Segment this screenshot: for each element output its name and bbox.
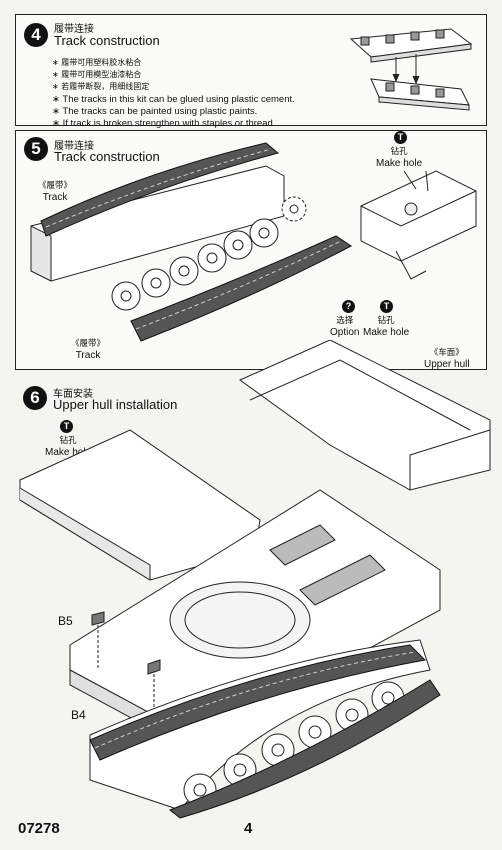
step-title-zh: 车面安装 xyxy=(53,389,93,400)
step-title-en: Upper hull installation xyxy=(53,397,178,412)
kit-code: 07278 xyxy=(18,820,60,837)
step-title-en: Track construction xyxy=(54,149,160,164)
track-link-illustration xyxy=(349,28,473,111)
drill-marker-icon: T xyxy=(394,131,407,144)
note: ∗ 履带可用塑料胶水粘合 xyxy=(52,58,142,67)
step-number: 4 xyxy=(24,23,48,47)
notes-list: ∗ 履带可用塑料胶水粘合 ∗ 履带可用模型油漆粘合 ∗ 若履带断裂，用细线固定 … xyxy=(52,57,295,130)
step-4-panel: 4 履带连接 Track construction ∗ 履带可用塑料胶水粘合 ∗… xyxy=(15,14,487,129)
step-6-panel: 6 车面安装 Upper hull installation xyxy=(15,378,487,818)
note: ∗ The tracks can be painted using plasti… xyxy=(52,105,258,117)
note: ∗ 履带可用模型油漆粘合 xyxy=(52,70,142,80)
step-title-en: Track construction xyxy=(54,33,160,48)
hull-track-illustration xyxy=(30,142,477,342)
upper-hull-illustration xyxy=(19,340,491,819)
drill-marker-icon: T xyxy=(380,300,393,313)
step-5-panel: 5 履带连接 Track construction 《履带》Track 《履带》… xyxy=(15,130,487,370)
step-number: 6 xyxy=(23,386,47,410)
step-number: 5 xyxy=(24,137,48,161)
page-number: 4 xyxy=(244,820,253,837)
step-title-zh: 履带连接 xyxy=(54,24,94,35)
option-marker-icon: ? xyxy=(342,300,355,313)
note: ∗ The tracks in this kit can be glued us… xyxy=(52,93,295,105)
note: ∗ If track is broken strengthen with sta… xyxy=(52,118,276,130)
step-title-zh: 履带连接 xyxy=(54,141,94,152)
drill-marker-icon: T xyxy=(60,420,73,433)
part-b4-label: B4 xyxy=(71,708,86,722)
note: ∗ 若履带断裂，用细线固定 xyxy=(52,82,150,92)
track-label-top: 《履带》Track xyxy=(38,181,73,203)
track-label-bottom: 《履带》Track xyxy=(71,339,106,361)
upper-hull-label: 《车面》Upper hull xyxy=(424,348,470,370)
part-b5-label: B5 xyxy=(58,614,73,628)
